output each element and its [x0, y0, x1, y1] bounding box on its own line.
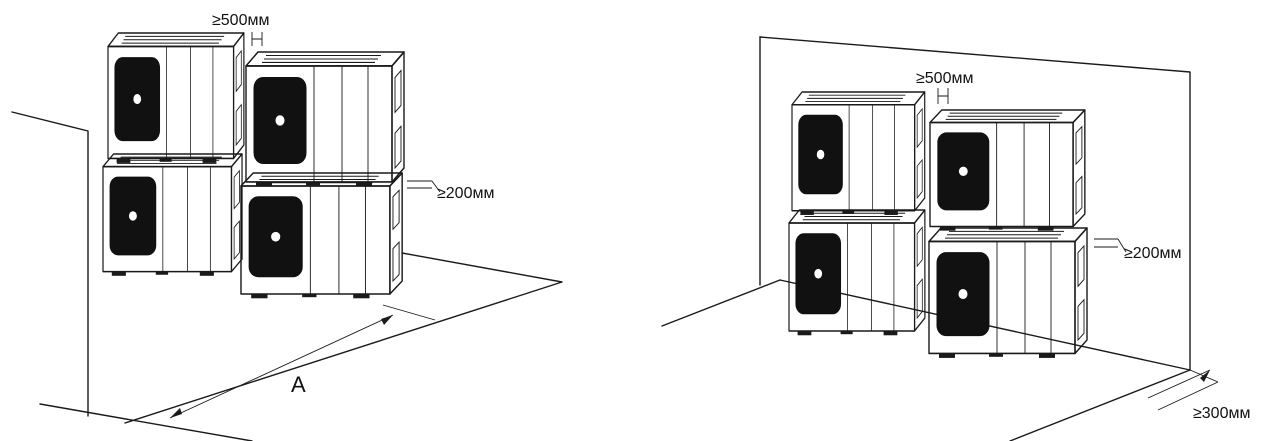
right-wall-distance-label: ≥300мм: [1193, 405, 1250, 422]
right-unit-top-right: [929, 109, 1086, 232]
right-unit-top-left: [791, 91, 926, 216]
left-unit-top-right: [245, 51, 405, 188]
right-wall-distance-arrowhead: [1200, 370, 1210, 382]
right-floor-front: [1009, 369, 1191, 441]
left-unit-bottom-left: [102, 153, 243, 277]
right-wall-outline: [759, 36, 1191, 371]
left-distance-arrowhead-end: [381, 315, 393, 325]
right-unit-bottom-right: [928, 227, 1088, 359]
left-gap-side-marker: [407, 180, 441, 193]
left-distance-arrow: [169, 314, 394, 419]
right-gap-top-label: ≥500мм: [916, 70, 973, 87]
left-unit-bottom-right: [240, 172, 403, 300]
left-floor-outline: [39, 403, 253, 441]
right-gap-side-marker: [1094, 238, 1127, 253]
right-scene: ≥500мм ≥200мм ≥300мм: [661, 36, 1250, 441]
right-gap-top-marker: [937, 88, 949, 104]
right-floor-left: [661, 279, 781, 327]
left-gap-side-label: ≥200мм: [437, 185, 494, 202]
right-wall-distance-marker: [1147, 369, 1219, 411]
right-gap-side-label: ≥200мм: [1124, 245, 1181, 262]
left-gap-top-label: ≥500мм: [212, 12, 269, 29]
left-distance-guide: [382, 304, 436, 321]
right-unit-bottom-left: [788, 209, 926, 337]
left-distance-arrowhead-start: [170, 408, 182, 418]
left-floor-edge: [124, 252, 563, 424]
left-unit-top-left: [107, 32, 245, 164]
left-distance-label: A: [291, 372, 306, 397]
left-scene: ≥500мм ≥200мм A: [11, 12, 563, 441]
left-wall-outline: [11, 111, 89, 417]
left-gap-top-marker: [251, 32, 263, 46]
